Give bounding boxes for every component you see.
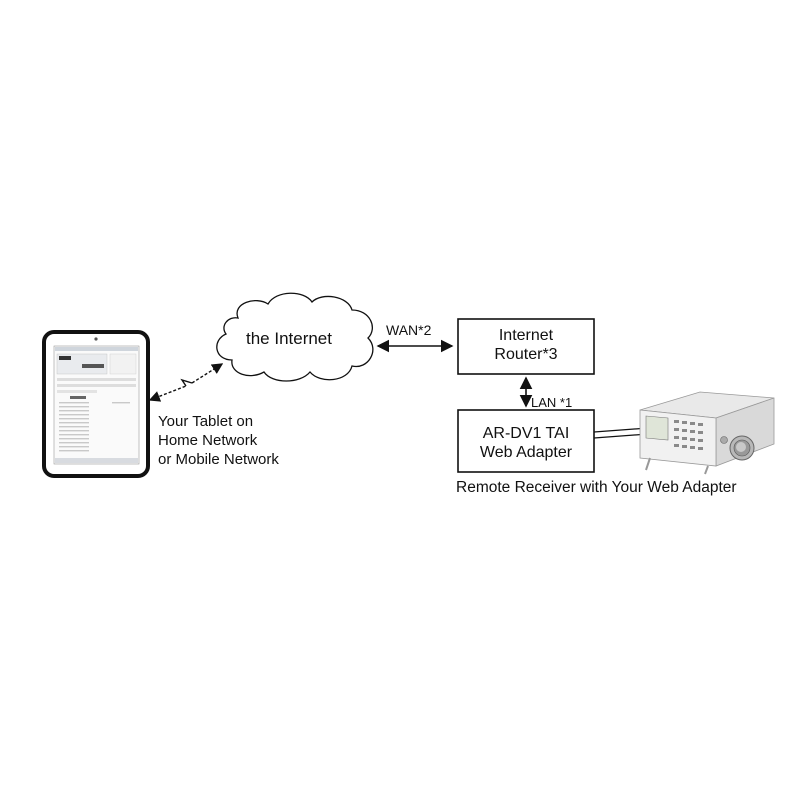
tablet-caption-line3: or Mobile Network — [158, 451, 279, 468]
tablet-icon — [42, 330, 150, 478]
wireless-link — [148, 363, 224, 402]
adapter-label-line2: Web Adapter — [479, 444, 573, 462]
wan-label: WAN*2 — [386, 322, 432, 338]
receiver-icon — [639, 391, 775, 475]
router-box — [457, 318, 595, 375]
tablet-caption-line1: Your Tablet on — [158, 413, 254, 430]
tablet-caption-line2: Home Network — [158, 432, 258, 449]
receiver-caption: Remote Receiver with Your Web Adapter — [456, 479, 737, 496]
router-label-line1: Internet — [498, 327, 554, 344]
cloud-label: the Internet — [245, 329, 332, 348]
internet-cloud — [216, 292, 374, 382]
router-label: Internet Router*3 — [458, 326, 594, 364]
tablet-caption: Your Tablet on Home Network or Mobile Ne… — [158, 412, 279, 469]
adapter-box — [457, 409, 595, 473]
lan-label: LAN *1 — [531, 395, 573, 410]
adapter-label: AR-DV1 TAI Web Adapter — [458, 424, 594, 462]
adapter-label-line1: AR-DV1 TAI — [482, 425, 570, 442]
receiver-cable — [593, 427, 649, 439]
router-label-line2: Router*3 — [494, 346, 558, 364]
